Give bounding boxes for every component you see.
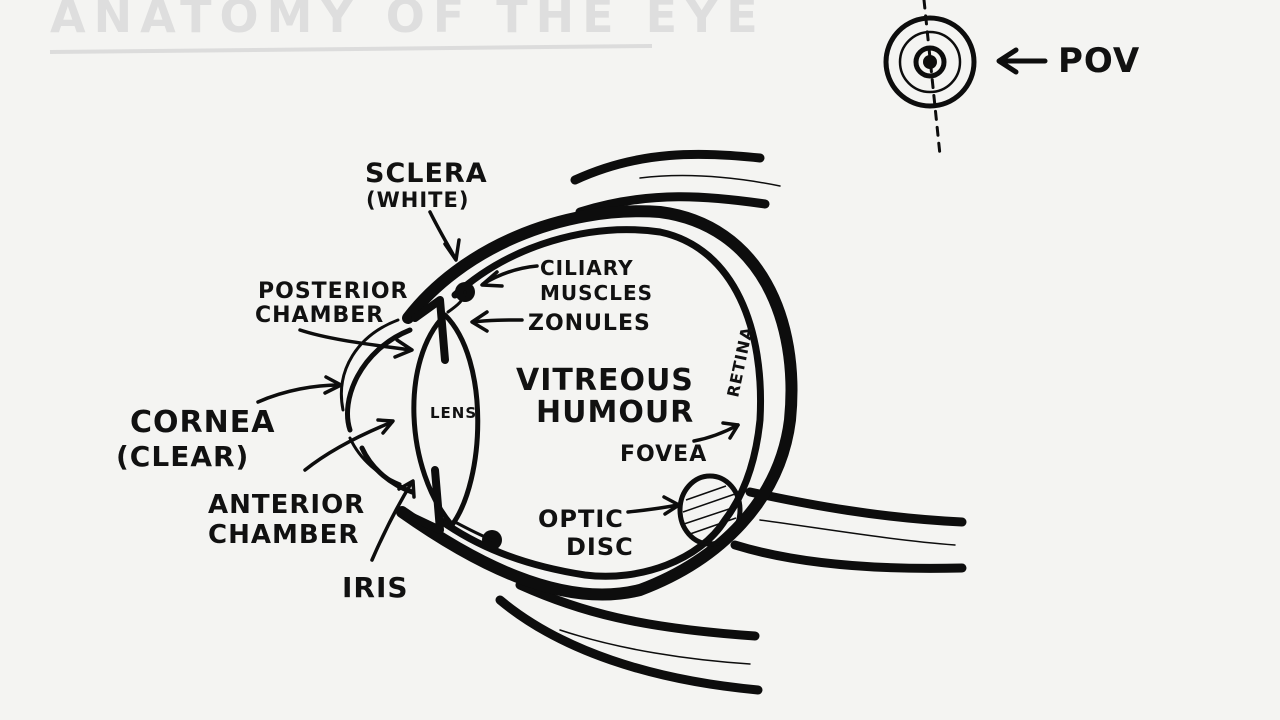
label-lens: LENS	[430, 404, 477, 422]
label-sclera: SCLERA	[365, 158, 488, 189]
label-zonules: ZONULES	[528, 311, 651, 336]
sclera-outline	[396, 205, 798, 601]
arrow-left-icon	[996, 47, 1048, 75]
iris-lower	[398, 466, 444, 534]
iris-upper	[411, 296, 449, 364]
label-optic-2: DISC	[566, 533, 634, 561]
label-anterior-1: ANTERIOR	[208, 490, 365, 520]
label-posterior-2: CHAMBER	[255, 303, 384, 328]
label-sclera-sub: (WHITE)	[366, 188, 469, 212]
label-ciliary-2: MUSCLES	[540, 281, 653, 305]
label-fovea: FOVEA	[620, 442, 707, 467]
label-optic-1: OPTIC	[538, 505, 624, 533]
label-ciliary-1: CILIARY	[540, 256, 634, 280]
optic-disc-hatching	[682, 485, 739, 535]
zonule-lower	[453, 520, 494, 542]
label-iris: IRIS	[342, 571, 409, 604]
pov-label: POV	[1058, 41, 1140, 81]
extraocular-muscles	[495, 149, 781, 695]
title-underline	[49, 44, 653, 54]
front-view-eye-icon	[883, 0, 977, 157]
optic-disc-shape	[677, 473, 743, 547]
label-cornea-sub: (CLEAR)	[116, 440, 249, 473]
label-posterior-1: POSTERIOR	[258, 279, 408, 304]
diagram-title: ANATOMY OF THE EYE	[50, 0, 766, 43]
retina-outline	[436, 226, 765, 580]
zonule-upper	[446, 290, 467, 314]
lens-outline	[411, 312, 481, 528]
optic-nerve	[730, 487, 967, 573]
leader-arrows	[256, 210, 740, 562]
label-vitreous-2: HUMOUR	[536, 395, 694, 430]
label-vitreous-1: VITREOUS	[516, 363, 694, 398]
label-cornea: CORNEA	[130, 405, 275, 440]
label-anterior-2: CHAMBER	[208, 520, 359, 550]
label-retina: RETINA	[723, 325, 757, 399]
